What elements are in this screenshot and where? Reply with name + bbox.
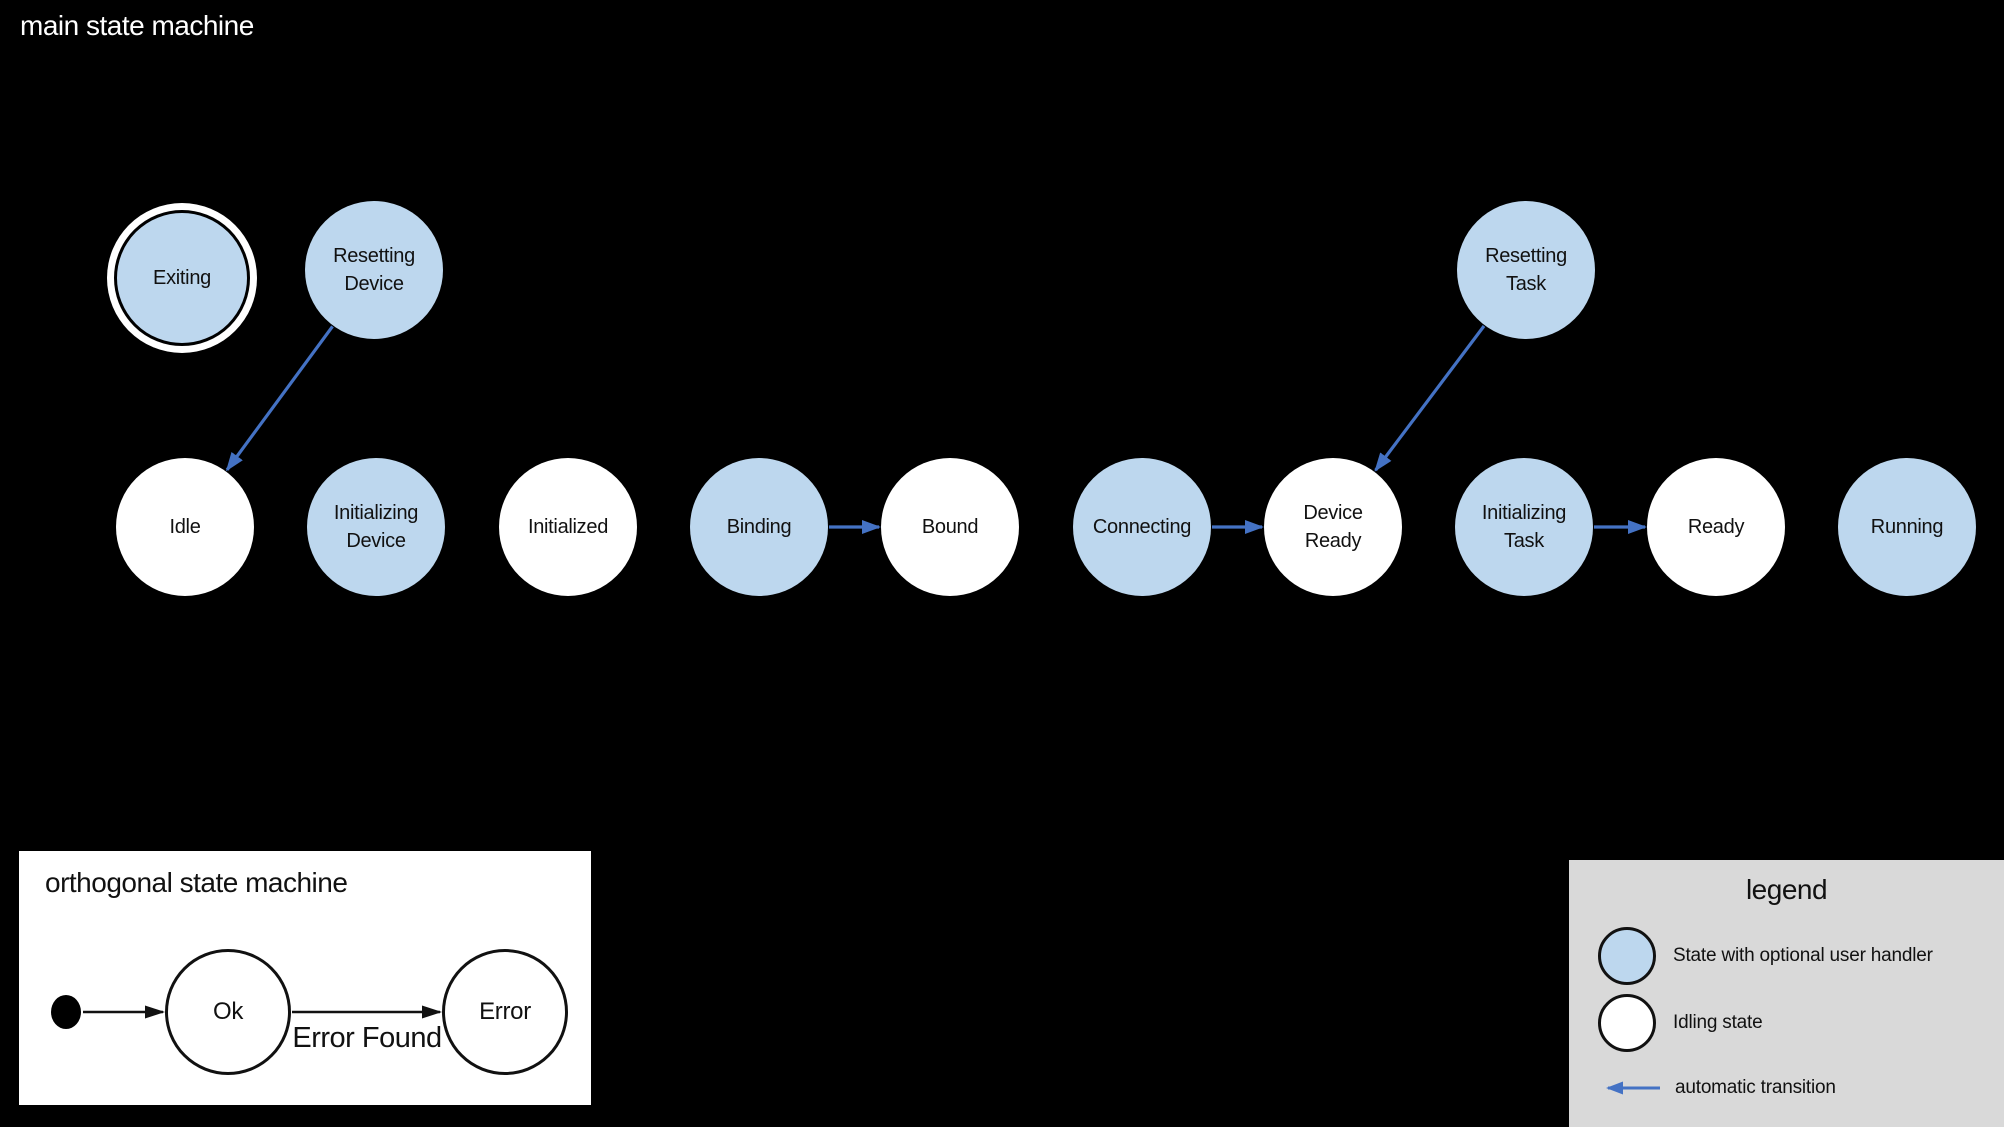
state-label: Initializing [333, 502, 419, 524]
state-initial [51, 995, 81, 1029]
main-diagram-title: main state machine [20, 10, 254, 41]
automatic-transition-arrow-icon [1606, 1081, 1660, 1095]
state-label: Connecting [1092, 516, 1192, 538]
state-label: Device [344, 273, 404, 295]
orthogonal-diagram-title: orthogonal state machine [45, 867, 348, 898]
legend-item-idling-state: Idling state [1598, 994, 1763, 1052]
state-running: Running [1838, 458, 1976, 596]
state-label: Device [346, 530, 406, 552]
idle-state-swatch [1598, 994, 1656, 1052]
legend-item-label: Idling state [1673, 1012, 1763, 1033]
state-ok: Ok [165, 949, 291, 1075]
handler-state-swatch [1598, 927, 1656, 985]
state-label: Idle [169, 516, 201, 538]
transition-resetting-task-to-device-ready [1374, 325, 1486, 472]
state-exiting: Exiting [114, 210, 250, 346]
state-initialized: Initialized [499, 458, 637, 596]
state-label: Ok [212, 998, 244, 1025]
state-label: Initializing [1481, 502, 1567, 524]
state-label: Bound [921, 516, 979, 538]
state-ready: Ready [1647, 458, 1785, 596]
state-label: Error [479, 998, 531, 1025]
legend-title: legend [1745, 874, 1828, 905]
legend-item-handler-state: State with optional user handler [1598, 927, 1933, 985]
state-connecting: Connecting [1073, 458, 1211, 596]
state-label: Task [1504, 530, 1544, 552]
state-label: Initialized [527, 516, 609, 538]
legend-item-label: automatic transition [1675, 1077, 1836, 1098]
state-label: Exiting [153, 267, 211, 289]
state-error: Error [442, 949, 568, 1075]
legend-item-automatic-transition: automatic transition [1598, 1077, 1836, 1099]
state-binding: Binding [690, 458, 828, 596]
transition-label-error-found: Error Found [292, 1022, 442, 1054]
state-label: Ready [1304, 530, 1362, 552]
state-idle: Idle [116, 458, 254, 596]
state-label: Resetting [333, 245, 415, 267]
state-bound: Bound [881, 458, 1019, 596]
state-label: Ready [1687, 516, 1745, 538]
legend-panel: legend State with optional user handler … [1569, 860, 2004, 1127]
legend-item-label: State with optional user handler [1673, 945, 1933, 966]
state-label: Binding [726, 516, 792, 538]
transition-resetting-device-to-idle [225, 325, 334, 472]
state-label: Device [1303, 502, 1363, 524]
state-label: Task [1506, 273, 1546, 295]
state-label: Resetting [1485, 245, 1567, 267]
state-label: Running [1870, 516, 1944, 538]
